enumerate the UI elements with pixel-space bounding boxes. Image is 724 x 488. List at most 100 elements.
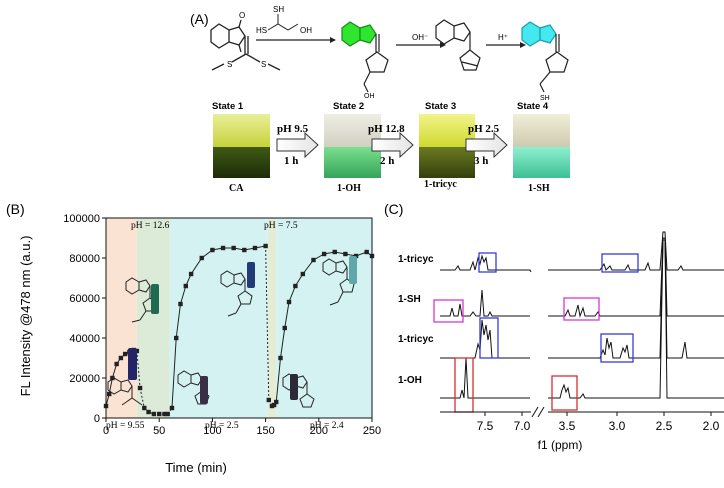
x-tick-label: 3.0	[609, 419, 626, 433]
data-point	[157, 411, 162, 417]
inset-vial-1sh	[247, 262, 255, 288]
series-connector	[273, 401, 277, 406]
inset-structure-ca	[107, 377, 143, 406]
data-point	[263, 243, 268, 249]
data-point	[162, 411, 167, 417]
series-connector	[167, 407, 173, 415]
y-tick-label: 20000	[69, 373, 100, 385]
highlight-box-magenta	[433, 299, 464, 323]
data-point	[151, 411, 157, 417]
inset-vial-1oh	[151, 284, 159, 314]
vial-photo-ca-uv	[213, 147, 270, 178]
highlight-box-blue	[479, 317, 499, 359]
panel-a-label: (A)	[190, 11, 209, 27]
sample-label-1tricyc: 1-tricyc	[424, 179, 457, 190]
x-tick-label: 200	[310, 425, 328, 437]
vial-photo-1sh-uv	[513, 147, 570, 178]
data-point	[369, 253, 375, 259]
ph-label: pH = 2.4	[310, 421, 344, 431]
trace-label-1sh: 1-SH	[398, 294, 421, 305]
data-point	[332, 249, 337, 255]
arrowhead-icon	[440, 42, 446, 48]
panel-a: (A) O S S SH HS OH	[190, 5, 570, 194]
chem-o: O	[239, 11, 245, 20]
y-tick-label: 40000	[69, 333, 100, 345]
step-2-ph: pH 12.8	[368, 123, 405, 135]
trace-label-1oh: 1-OH	[398, 375, 422, 386]
ph-label: pH = 2.5	[205, 421, 239, 431]
sample-label-1sh: 1-SH	[528, 183, 550, 194]
data-point	[321, 251, 327, 257]
highlight-box-blue	[478, 252, 497, 273]
data-point	[278, 355, 283, 361]
step-2-time: 2 h	[380, 155, 394, 167]
x-tick-label: 2.5	[656, 419, 673, 433]
data-point	[146, 409, 151, 415]
vial-photo-ca-daylight	[213, 114, 270, 147]
reagent-dithiol	[267, 14, 299, 31]
data-point	[242, 247, 247, 253]
data-point	[343, 251, 348, 257]
step-arrow-3	[465, 131, 508, 159]
x-tick-label: 7.5	[477, 419, 494, 433]
inset-vial-ca	[128, 348, 137, 380]
axis-break-icon	[537, 406, 545, 418]
state-3-molecule	[435, 19, 481, 71]
inset-vial-tricyc-b	[290, 374, 298, 400]
data-point	[282, 325, 287, 331]
data-point	[122, 351, 128, 357]
data-point	[165, 411, 170, 417]
x-tick-label: 150	[256, 425, 274, 437]
y-tick-label: 0	[94, 413, 100, 425]
data-point	[106, 391, 112, 397]
sample-label-ca: CA	[229, 183, 244, 194]
reagent-hydroxide: OH⁻	[412, 33, 428, 42]
arrowhead-icon	[520, 42, 526, 48]
x-tick-label: 250	[363, 425, 381, 437]
state-1-molecule	[210, 19, 281, 71]
inset-vial-1sh-b	[349, 256, 357, 284]
region-ph-2-5	[169, 218, 268, 418]
sample-label-1oh: 1-OH	[337, 183, 361, 194]
ph-label: pH = 7.5	[264, 221, 298, 231]
data-point	[178, 301, 183, 307]
data-point	[293, 283, 298, 289]
x-tick-label: 50	[153, 425, 165, 437]
reagent-hs: HS	[256, 26, 267, 35]
data-point	[300, 271, 306, 277]
trace-label-1tricyc: 1-tricyc	[398, 254, 434, 265]
state-4-molecule	[521, 21, 569, 93]
step-3-ph: pH 2.5	[468, 123, 500, 135]
x-tick-label: 7.0	[514, 419, 531, 433]
data-point	[188, 271, 194, 277]
data-point	[103, 403, 109, 409]
step-arrow-2	[371, 131, 414, 159]
chem-sh: SH	[540, 95, 550, 102]
step-1-time: 1 h	[284, 155, 298, 167]
data-point	[169, 405, 175, 411]
y-axis-title: FL Intensity @478 nm (a.u.)	[18, 236, 33, 397]
x-axis-title: Time (min)	[165, 460, 227, 475]
state-2-molecule	[341, 21, 389, 93]
data-point	[174, 335, 179, 341]
data-point	[199, 255, 204, 261]
x-tick-label: 0	[103, 425, 109, 437]
axis-break-icon	[531, 406, 539, 418]
data-point	[286, 299, 292, 305]
panel-c: (C) 1-tricyc 1-SH 1-tricyc 1-OH	[384, 201, 724, 452]
x-axis-ticks	[484, 412, 712, 416]
ph-label: pH = 9.55	[106, 421, 145, 431]
ph-label: pH = 12.6	[131, 221, 170, 231]
state-1-label: State 1	[212, 101, 244, 112]
series-connector	[265, 245, 270, 401]
x-axis-title-ppm: f1 (ppm)	[538, 438, 583, 452]
inset-structure-1sh	[220, 270, 253, 317]
reagent-proton: H⁺	[498, 33, 508, 42]
data-point	[364, 249, 369, 255]
state-3-label: State 3	[425, 101, 456, 112]
data-point	[220, 245, 226, 251]
panel-b-label: (B)	[6, 201, 25, 217]
data-point	[231, 245, 236, 251]
chem-oh: OH	[364, 93, 375, 100]
